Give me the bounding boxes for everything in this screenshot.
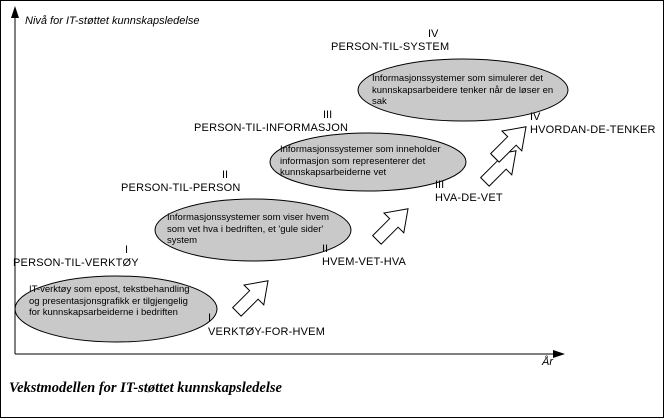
y-axis-label: Nivå for IT-støttet kunnskapsledelse: [25, 15, 200, 27]
stage-3-outcome-label: HVA-DE-VET: [435, 192, 503, 204]
stage-4-growth-arrow-shape: [489, 126, 527, 163]
stage-4-numeral: IV: [428, 28, 439, 40]
stage-3-description: Informasjonssystemer som inneholder info…: [280, 144, 441, 178]
stage-1-outcome-label: VERKTØY-FOR-HVEM: [208, 326, 326, 338]
stage-4-growth-arrow: [489, 126, 527, 163]
stage-1-outcome-numeral: I: [208, 312, 212, 324]
stage-2-ellipse: [154, 198, 352, 262]
stage-3-title: PERSON-TIL-INFORMASJON: [194, 122, 349, 134]
stage-3-outcome-numeral: III: [435, 179, 445, 191]
stage-1-ellipse: [14, 275, 218, 343]
stage-4-title: PERSON-TIL-SYSTEM: [331, 41, 450, 53]
stage-4-description: Informasjonssystemer som simulerer det k…: [372, 73, 554, 107]
figure-caption: Vekstmodellen for IT-støttet kunnskapsle…: [9, 380, 282, 396]
stage-2-growth-arrow-shape: [371, 208, 409, 245]
stage-2-outcome-numeral: II: [322, 243, 329, 255]
stage-2-numeral: II: [222, 169, 229, 181]
x-axis-label: År: [542, 356, 553, 368]
stage-4-outcome-label: HVORDAN-DE-TENKER: [530, 124, 656, 136]
stage-3-ellipse: [269, 132, 467, 192]
stage-2-growth-arrow: [371, 208, 409, 245]
stage-4-outcome-numeral: IV: [530, 111, 541, 123]
stage-2-title: PERSON-TIL-PERSON: [121, 182, 241, 194]
stage-4-ellipse: [357, 58, 569, 122]
stage-2-outcome-label: HVEM-VET-HVA: [322, 256, 407, 268]
stage-2-description: Informasjonssystemer som viser hvem som …: [167, 212, 330, 246]
x-axis-arrowhead: [553, 350, 565, 358]
stage-1-description: IT-verktøy som epost, tekstbehandling og…: [29, 284, 190, 318]
stage-3-numeral: III: [323, 109, 333, 121]
stage-1-growth-arrow-shape: [231, 280, 269, 317]
stage-1-title: PERSON-TIL-VERKTØY: [13, 257, 139, 269]
y-axis-arrowhead: [11, 6, 19, 18]
stage-1-numeral: I: [125, 244, 129, 256]
stage-1-growth-arrow: [231, 280, 269, 317]
